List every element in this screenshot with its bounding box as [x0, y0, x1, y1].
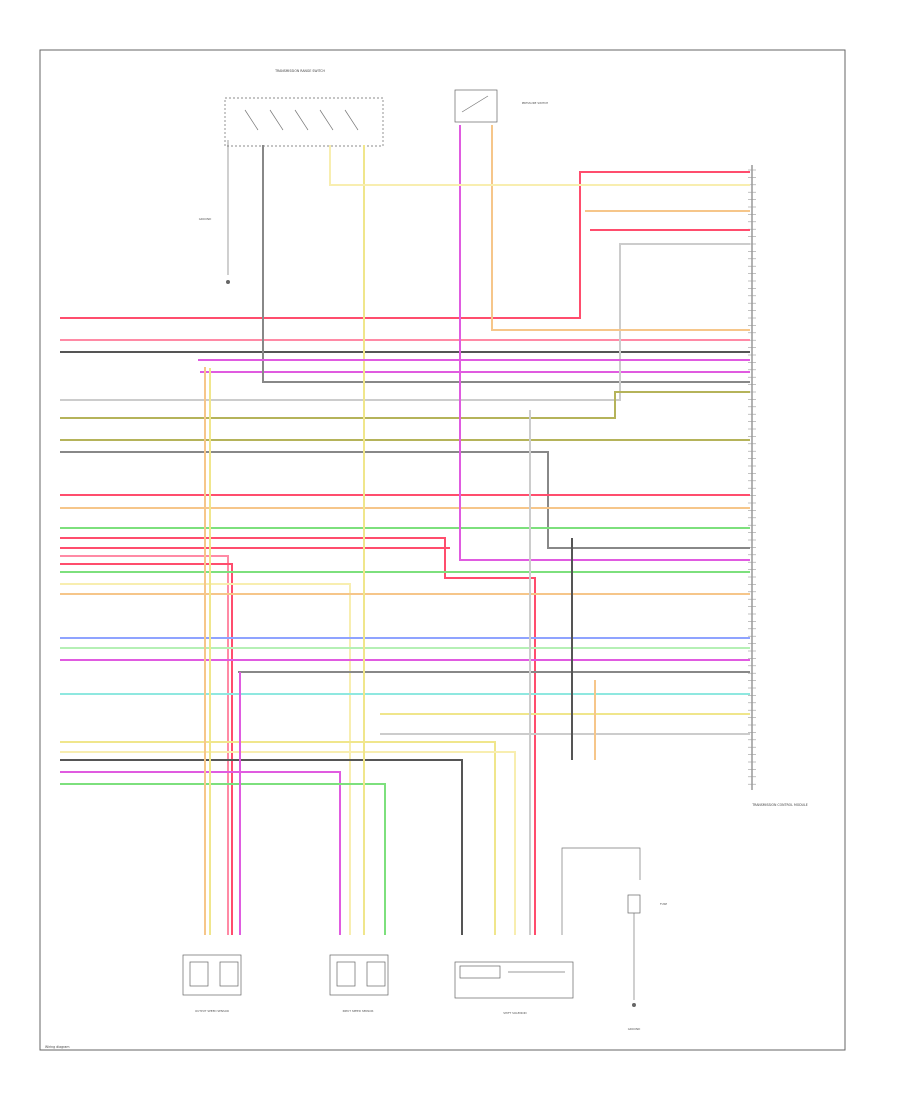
wire-orange [491, 125, 750, 331]
input-speed-sensor-label: INPUT SPEED SENSOR [343, 1009, 374, 1013]
wire-magenta [459, 125, 750, 561]
wire-magenta [60, 771, 341, 935]
fuse-label: FUSE [660, 902, 667, 906]
wire-red [60, 563, 233, 935]
wire-olive [60, 391, 750, 419]
shift-solenoid-assembly: SHIFT SOLENOID [454, 961, 574, 1015]
pressure-switch: PRESSURE SWITCH [454, 89, 549, 123]
wire-gray [262, 145, 750, 383]
output-speed-sensor-label: OUTPUT SPEED SENSOR [195, 1009, 229, 1013]
tcm-connector: TRANSMISSION CONTROL MODULE [748, 165, 808, 807]
wire-red [60, 537, 536, 935]
input-speed-sensor: INPUT SPEED SENSOR [329, 954, 389, 1013]
wire-yellow [60, 741, 496, 935]
fuse-ground: FUSE GROUND [561, 847, 667, 1031]
diagram-frame [39, 49, 846, 1051]
footer-code: Wiring diagram [45, 1045, 69, 1049]
ground-label: GROUND [628, 1027, 641, 1031]
wire-lt_yellow [329, 145, 750, 186]
wires [60, 125, 750, 935]
pressure-switch-label: PRESSURE SWITCH [522, 101, 549, 105]
wire-lt_gray [60, 243, 750, 401]
tcm-label: TRANSMISSION CONTROL MODULE [751, 803, 808, 807]
wire-pink [60, 555, 229, 935]
wire-red [60, 171, 750, 319]
range-switch-label: TRANSMISSION RANGE SWITCH [274, 69, 325, 73]
shift-solenoid-label: SHIFT SOLENOID [503, 1011, 526, 1015]
wire-dark_gray [60, 759, 463, 935]
range-switch: TRANSMISSION RANGE SWITCH GROUND [199, 69, 384, 284]
range-switch-note: GROUND [199, 217, 212, 221]
wire-gray [60, 451, 750, 549]
wire-green [60, 783, 386, 935]
wire-lt_yellow [60, 751, 516, 935]
output-speed-sensor: OUTPUT SPEED SENSOR [182, 954, 242, 1013]
wire-lt_yellow [60, 583, 351, 935]
